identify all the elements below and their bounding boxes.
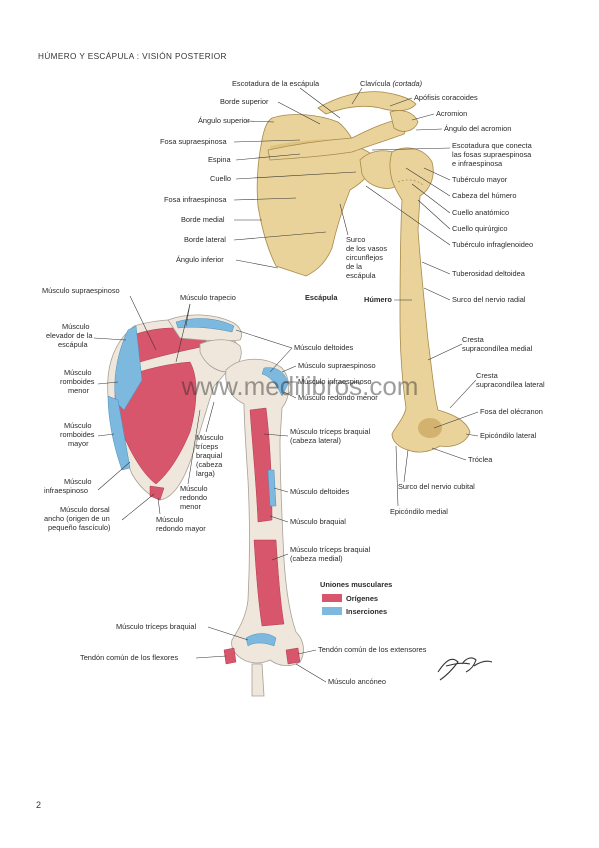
label-epicondilo-lateral: Epicóndilo lateral xyxy=(480,431,537,440)
label-redondo-mayor-1: Músculo xyxy=(156,515,184,524)
signature xyxy=(437,657,493,681)
label-cresta-lateral-1: Cresta xyxy=(476,371,499,380)
label-dorsal-3: pequeño fascículo) xyxy=(48,523,110,532)
label-surco-vasos-5: escápula xyxy=(346,271,376,280)
label-cresta-medial-1: Cresta xyxy=(462,335,485,344)
legend-swatch-origin xyxy=(322,594,342,602)
label-borde-lateral: Borde lateral xyxy=(184,235,226,244)
label-triceps-bottom: Músculo tríceps braquial xyxy=(116,622,196,631)
label-cuello-anatomico: Cuello anatómico xyxy=(452,208,509,217)
upper-labels: Escotadura de la escápula Clavícula (cor… xyxy=(160,79,545,516)
caption-escapula: Escápula xyxy=(305,293,338,302)
label-triceps-larga-4: (cabeza xyxy=(196,460,223,469)
label-surco-vasos-1: Surco xyxy=(346,235,365,244)
label-surco-radial: Surco del nervio radial xyxy=(452,295,526,304)
label-cresta-medial-2: supracondílea medial xyxy=(462,344,533,353)
label-trapecio: Músculo trapecio xyxy=(180,293,236,302)
label-borde-medial: Borde medial xyxy=(181,215,225,224)
label-redondo-menor-mid-2: redondo xyxy=(180,493,207,502)
label-infraespinoso-right: Músculo infraespinoso xyxy=(298,377,372,386)
label-cuello-quirurgico: Cuello quirúrgico xyxy=(452,224,507,233)
label-triceps-lateral-2: (cabeza lateral) xyxy=(290,436,341,445)
label-romboides-mayor-3: mayor xyxy=(68,439,89,448)
label-ancóneo: Músculo ancóneo xyxy=(328,677,386,686)
label-triceps-larga-1: Músculo xyxy=(196,433,224,442)
legend-label-origin: Orígenes xyxy=(346,594,378,603)
label-triceps-medial-2: (cabeza medial) xyxy=(290,554,343,563)
label-angulo-acromion: Ángulo del acromion xyxy=(444,124,511,133)
label-redondo-mayor-2: redondo mayor xyxy=(156,524,206,533)
label-troclea: Tróclea xyxy=(468,455,493,464)
label-braquial: Músculo braquial xyxy=(290,517,346,526)
page-number: 2 xyxy=(36,800,42,810)
label-escotadura: Escotadura de la escápula xyxy=(232,79,320,88)
watermark: www.medilibros.com xyxy=(181,371,419,401)
label-romboides-menor-2: romboides xyxy=(60,377,95,386)
label-surco-vasos-3: circunflejos xyxy=(346,253,383,262)
label-fosa-olecranon: Fosa del olécranon xyxy=(480,407,543,416)
label-infraespinoso-left-2: infraespinoso xyxy=(44,486,88,495)
label-romboides-mayor-2: romboides xyxy=(60,430,95,439)
caption-humero: Húmero xyxy=(364,295,392,304)
legend-label-insertion: Inserciones xyxy=(346,607,387,616)
label-tuberosidad-deltoidea: Tuberosidad deltoidea xyxy=(452,269,526,278)
legend: Uniones musculares Orígenes Inserciones xyxy=(320,580,392,616)
label-dorsal-1: Músculo dorsal xyxy=(60,505,110,514)
label-infraespinoso-left-1: Músculo xyxy=(64,477,92,486)
label-triceps-larga-2: tríceps xyxy=(196,442,218,451)
label-triceps-medial-1: Músculo tríceps braquial xyxy=(290,545,370,554)
label-fosa-infra: Fosa infraespinosa xyxy=(164,195,227,204)
label-supraespinoso-right: Músculo supraespinoso xyxy=(298,361,376,370)
label-cuello: Cuello xyxy=(210,174,231,183)
label-romboides-mayor-1: Músculo xyxy=(64,421,92,430)
label-elevador-1: Músculo xyxy=(62,322,90,331)
label-cresta-lateral-2: supracondílea lateral xyxy=(476,380,545,389)
label-espina: Espina xyxy=(208,155,231,164)
label-elevador-2: elevador de la xyxy=(46,331,93,340)
label-triceps-larga-3: braquial xyxy=(196,451,223,460)
lower-humerus-drawing xyxy=(223,358,304,697)
label-deltoides-mid: Músculo deltoides xyxy=(290,487,349,496)
label-borde-superior: Borde superior xyxy=(220,97,269,106)
label-escotadura-conecta-2: las fosas supraespinosa xyxy=(452,150,532,159)
legend-title: Uniones musculares xyxy=(320,580,392,589)
label-cabeza-humero: Cabeza del húmero xyxy=(452,191,517,200)
label-escotadura-conecta-3: e infraespinosa xyxy=(452,159,503,168)
label-triceps-lateral-1: Músculo tríceps braquial xyxy=(290,427,370,436)
upper-humerus-drawing xyxy=(389,147,471,453)
label-clavicula: Clavícula (cortada) xyxy=(360,79,423,88)
legend-swatch-insertion xyxy=(322,607,342,615)
label-escotadura-conecta-1: Escotadura que conecta xyxy=(452,141,533,150)
label-extensores: Tendón común de los extensores xyxy=(318,645,427,654)
page-title: HÚMERO Y ESCÁPULA : VISIÓN POSTERIOR xyxy=(38,52,227,61)
label-redondo-menor-mid-1: Músculo xyxy=(180,484,208,493)
lower-labels: Músculo supraespinoso Músculo trapecio M… xyxy=(42,286,427,686)
label-angulo-inferior: Ángulo inferior xyxy=(176,255,224,264)
label-romboides-menor-3: menor xyxy=(68,386,89,395)
label-tuberculo-infraglenoideo: Tubérculo infraglenoideo xyxy=(452,240,533,249)
label-triceps-larga-5: larga) xyxy=(196,469,215,478)
label-surco-vasos-4: de la xyxy=(346,262,363,271)
label-angulo-superior: Ángulo superior xyxy=(198,116,250,125)
label-romboides-menor-1: Músculo xyxy=(64,368,92,377)
label-redondo-menor-right: Músculo redondo menor xyxy=(298,393,378,402)
label-tuberculo-mayor: Tubérculo mayor xyxy=(452,175,508,184)
label-fosa-supra: Fosa supraespinosa xyxy=(160,137,227,146)
label-epicondilo-medial: Epicóndilo medial xyxy=(390,507,448,516)
label-acromion: Acromion xyxy=(436,109,467,118)
label-surco-cubital: Surco del nervio cubital xyxy=(398,482,475,491)
label-flexores: Tendón común de los flexores xyxy=(80,653,178,662)
label-elevador-3: escápula xyxy=(58,340,88,349)
lower-scapula-drawing xyxy=(107,314,242,501)
label-redondo-menor-mid-3: menor xyxy=(180,502,201,511)
label-deltoides-top: Músculo deltoides xyxy=(294,343,353,352)
label-surco-vasos-2: de los vasos xyxy=(346,244,387,253)
label-apofisis: Apófisis coracoides xyxy=(414,93,478,102)
label-dorsal-2: ancho (origen de un xyxy=(44,514,110,523)
label-supraespinoso-left: Músculo supraespinoso xyxy=(42,286,120,295)
